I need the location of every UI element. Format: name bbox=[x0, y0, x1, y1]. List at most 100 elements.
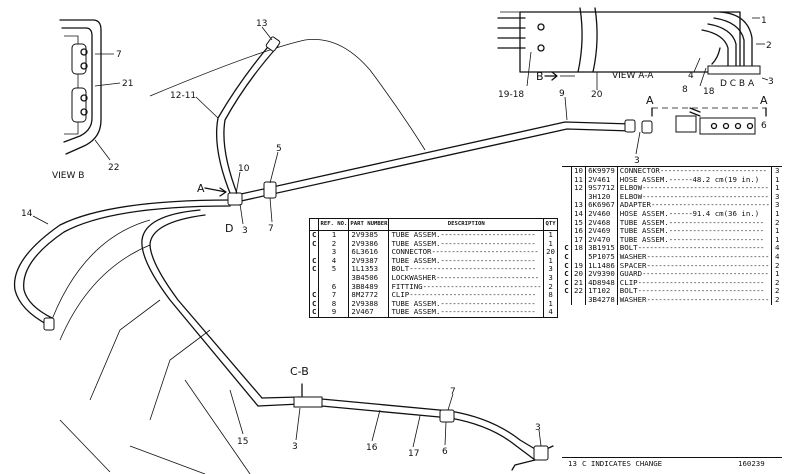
part-number: 1L1353 bbox=[348, 265, 389, 274]
description: LOCKWASHER-------------------------- bbox=[388, 273, 544, 283]
quantity: 1 bbox=[543, 256, 558, 266]
description: CONNECTOR--------------------------- bbox=[616, 166, 772, 176]
description: BOLT-------------------------------- bbox=[616, 244, 772, 253]
description: CLIP-------------------------------- bbox=[616, 278, 772, 288]
quantity: 20 bbox=[543, 248, 558, 257]
change-mark bbox=[562, 201, 571, 210]
change-mark bbox=[562, 210, 571, 219]
description: ADAPTER------------------------------ bbox=[616, 201, 772, 210]
quantity: 3 bbox=[771, 192, 782, 202]
change-mark bbox=[562, 176, 571, 185]
change-mark: C bbox=[564, 286, 569, 296]
part-number: 1L1486 bbox=[585, 261, 618, 271]
ref-no: 14 bbox=[570, 209, 586, 219]
description: TUBE ASSEM.------------------------ bbox=[388, 299, 544, 309]
section-mark-dcba: D C B A bbox=[720, 79, 755, 89]
ref-no bbox=[318, 273, 349, 283]
change-mark: C bbox=[312, 264, 317, 274]
change-mark: C bbox=[564, 277, 569, 287]
callout-13: 13 bbox=[256, 19, 267, 29]
callout-14: 14 bbox=[21, 209, 33, 219]
description: ELBOW-------------------------------- bbox=[616, 192, 772, 202]
change-mark bbox=[562, 193, 571, 202]
callout-1: 1 bbox=[761, 16, 767, 26]
quantity: 1 bbox=[543, 239, 558, 249]
quantity: 8 bbox=[543, 291, 558, 300]
part-number: 3B1915 bbox=[585, 244, 618, 253]
change-mark bbox=[562, 167, 571, 176]
header-part-number: PART NUMBER bbox=[348, 218, 389, 231]
view-aa-label: VIEW A-A bbox=[612, 71, 654, 81]
quantity: 2 bbox=[771, 218, 782, 228]
callout-7-clip: 7 bbox=[268, 224, 274, 234]
footer: 13 C INDICATES CHANGE 160239 bbox=[562, 457, 782, 470]
ref-no: 4 bbox=[318, 256, 349, 266]
ref-no: 21 bbox=[570, 278, 586, 288]
change-mark bbox=[562, 296, 571, 305]
callout-3-end: 3 bbox=[535, 423, 541, 433]
callout-21: 21 bbox=[122, 79, 133, 89]
quantity: 2 bbox=[543, 282, 558, 292]
callout-3-d: 3 bbox=[242, 226, 248, 236]
ref-no bbox=[570, 295, 586, 305]
description-length: 91.4 cm(36 in.) bbox=[692, 209, 760, 218]
description: TUBE ASSEM.------------------------ bbox=[616, 227, 772, 236]
footer-drawing-number: 160239 bbox=[738, 459, 765, 468]
description: HOSE ASSEM.------48.2 cm(19 in.) bbox=[616, 175, 772, 185]
quantity: 1 bbox=[543, 230, 558, 240]
ref-no: 17 bbox=[570, 235, 586, 245]
callout-8: 8 bbox=[682, 85, 688, 95]
quantity: 3 bbox=[543, 265, 558, 274]
ref-no: 11 bbox=[570, 175, 586, 185]
callout-22: 22 bbox=[108, 163, 119, 173]
callout-3-upper: 3 bbox=[634, 156, 640, 166]
callout-6: 6 bbox=[761, 121, 767, 131]
part-number: 2V9390 bbox=[585, 270, 618, 279]
quantity: 2 bbox=[771, 261, 782, 271]
quantity: 3 bbox=[771, 166, 782, 176]
part-number: 2V461 bbox=[585, 175, 618, 185]
description: FITTING------------------------------ bbox=[388, 282, 544, 292]
section-mark-cb: C-B bbox=[290, 365, 309, 378]
ref-no: 22 bbox=[570, 287, 586, 296]
quantity: 2 bbox=[771, 295, 782, 305]
callout-19-18: 19-18 bbox=[498, 90, 524, 100]
description: CLIP-------------------------------- bbox=[388, 291, 544, 300]
part-number: 2V460 bbox=[585, 209, 618, 219]
quantity: 1 bbox=[771, 227, 782, 236]
ref-no: 18 bbox=[570, 244, 586, 253]
part-number: 3B4278 bbox=[585, 295, 618, 305]
description: CONNECTOR--------------------------- bbox=[388, 248, 544, 257]
quantity: 2 bbox=[771, 287, 782, 296]
description-length: 48.2 cm(19 in.) bbox=[692, 175, 760, 184]
callout-20: 20 bbox=[591, 90, 603, 100]
part-number: 2V9388 bbox=[348, 299, 389, 309]
description: TUBE ASSEM.------------------------ bbox=[388, 239, 544, 249]
callout-7-view-b: 7 bbox=[116, 50, 122, 60]
ref-no bbox=[570, 192, 586, 202]
part-number: 4D8948 bbox=[585, 278, 618, 288]
description: GUARD-------------------------------- bbox=[616, 270, 772, 279]
ref-no: 1 bbox=[318, 230, 349, 240]
change-mark bbox=[562, 227, 571, 236]
description: SPACER------------------------------- bbox=[616, 261, 772, 271]
part-number: 3B8489 bbox=[348, 282, 389, 292]
ref-no bbox=[570, 252, 586, 262]
callout-16: 16 bbox=[366, 443, 378, 453]
callout-7-lower: 7 bbox=[450, 387, 456, 397]
description: ELBOW-------------------------------- bbox=[616, 184, 772, 193]
change-mark: C bbox=[312, 230, 317, 239]
